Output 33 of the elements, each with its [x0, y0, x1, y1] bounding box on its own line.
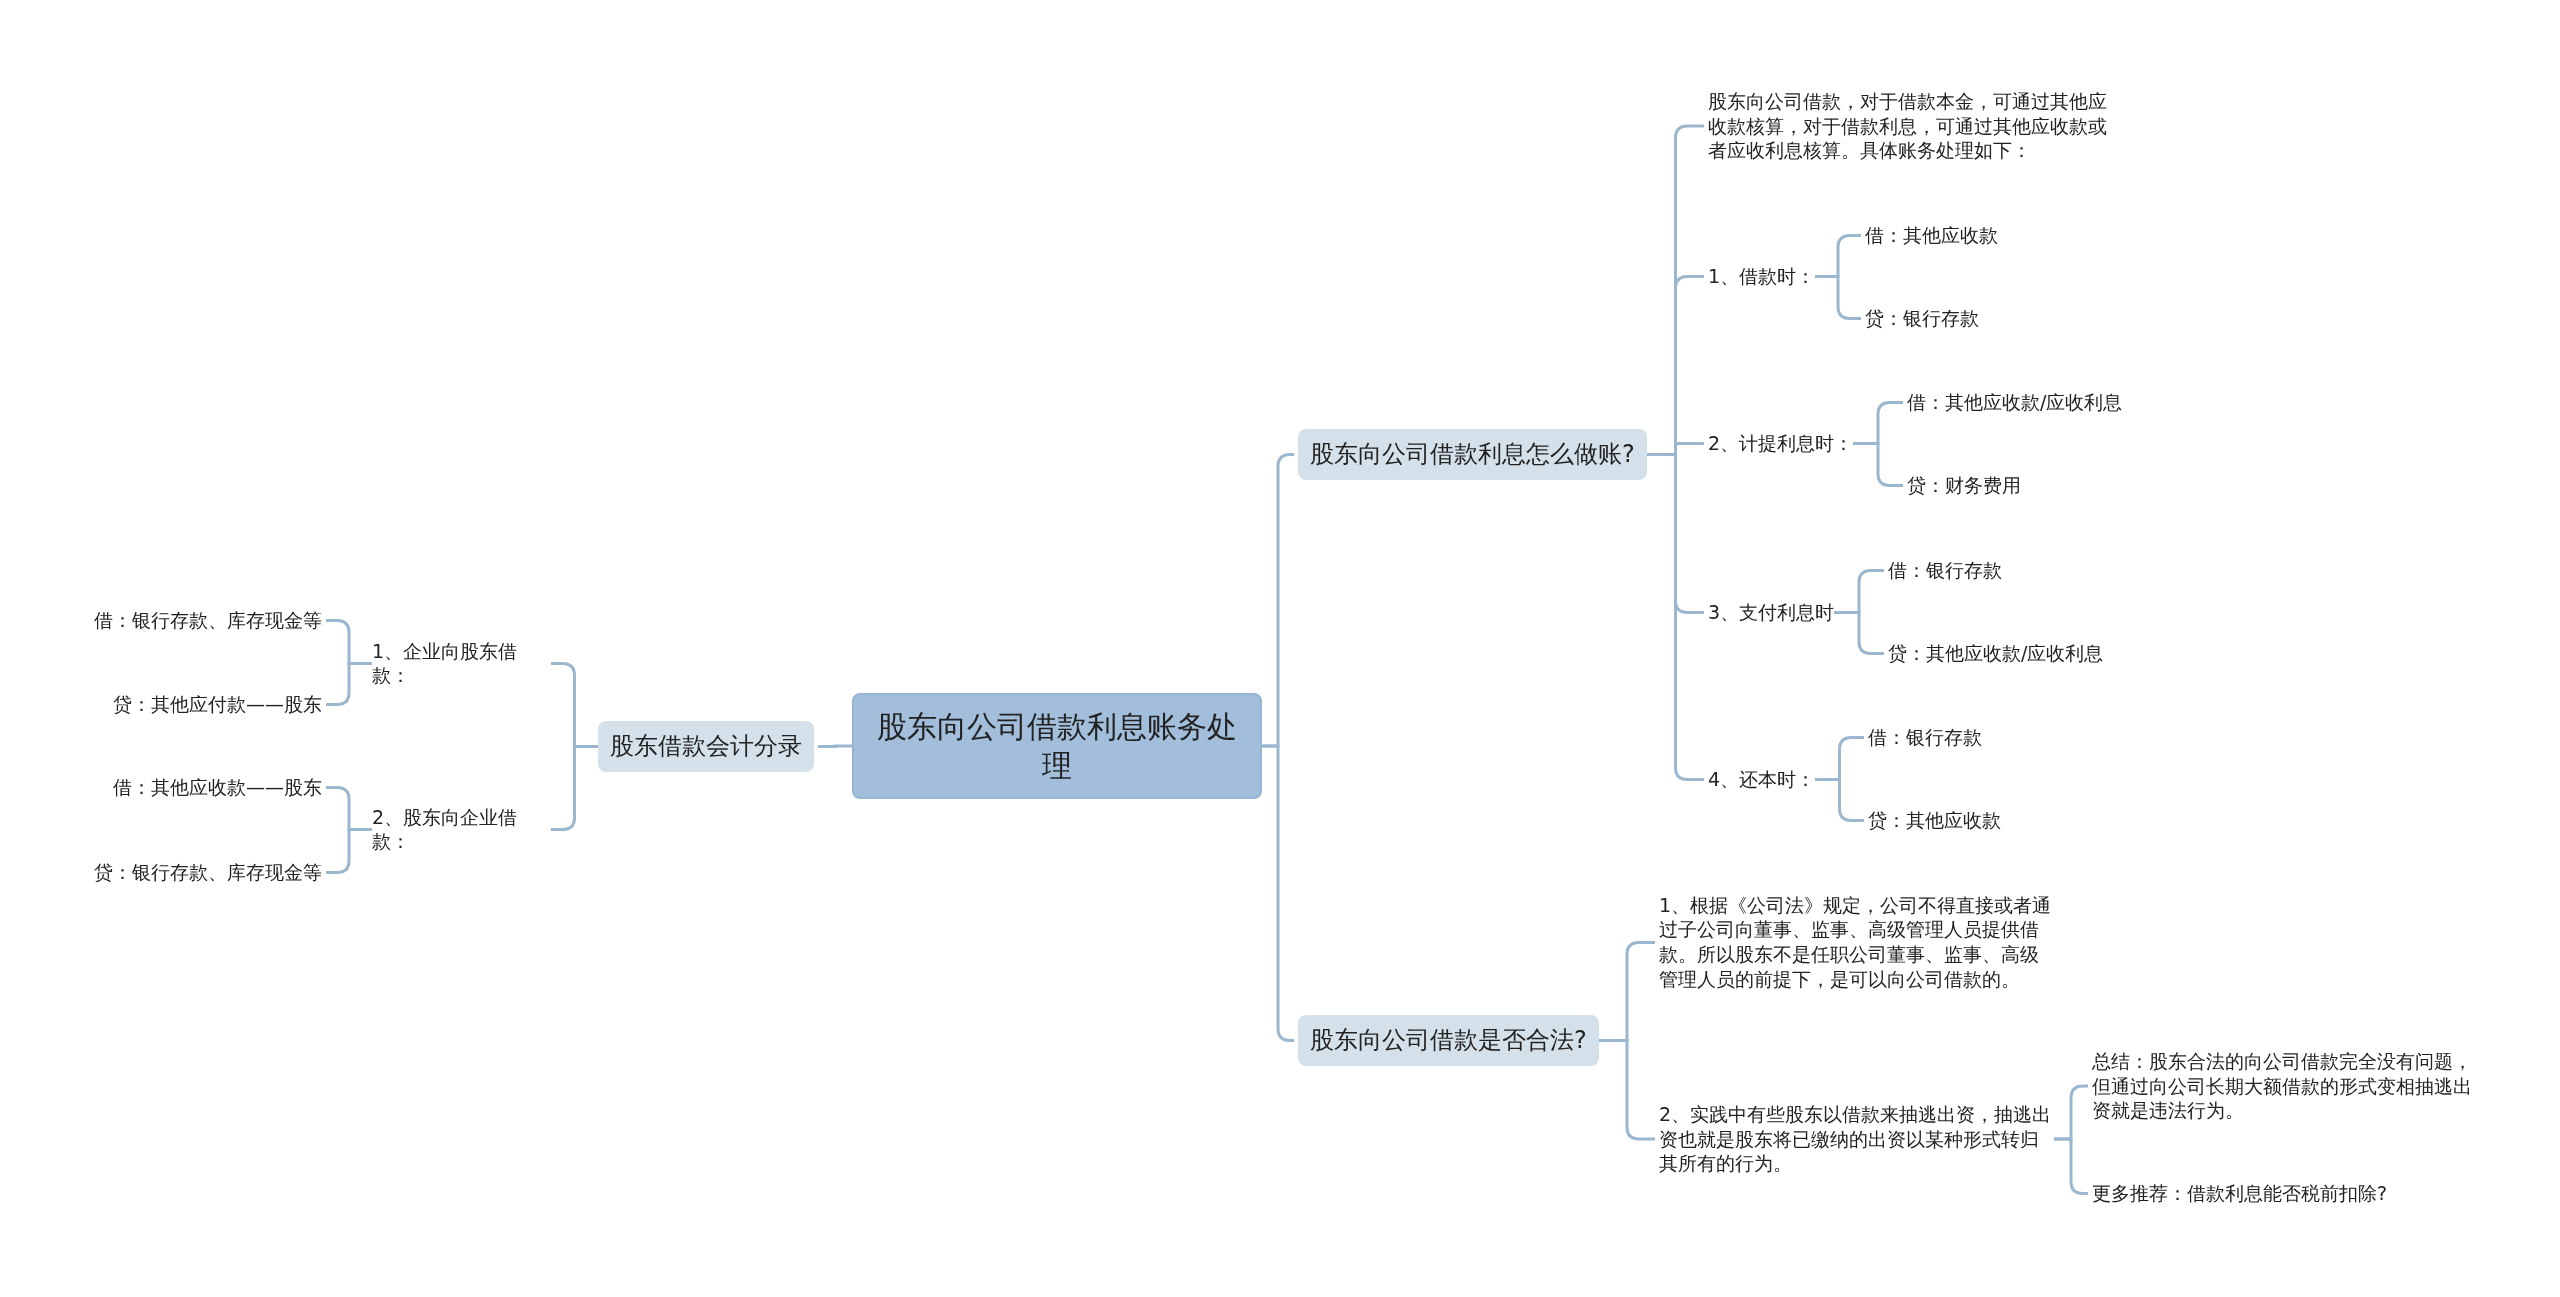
branch-text: 4、还本时： — [1708, 766, 1816, 792]
branch-text: 贷：财务费用 — [1907, 472, 2021, 498]
branch-text: 借：银行存款 — [1888, 557, 2002, 583]
topic-box: 股东向公司借款是否合法? — [1298, 1014, 1599, 1066]
branch-text: 借：其他应收款/应收利息 — [1907, 389, 2123, 415]
branch-text: 贷：银行存款 — [1865, 305, 1979, 331]
connector-line — [1834, 611, 1884, 655]
branch-text: 更多推荐：借款利息能否税前扣除? — [2092, 1180, 2388, 1206]
topic-box: 股东借款会计分录 — [598, 720, 814, 772]
connector-line — [1853, 442, 1903, 487]
branch-text: 贷：其他应付款——股东 — [113, 691, 322, 717]
branch-text: 2、股东向企业借款： — [372, 804, 547, 854]
note-text: 1、根据《公司法》规定，公司不得直接或者通过子公司向董事、监事、高级管理人员提供借款。所以股东不是任职公司董事、监事、高级管理人员的前提下，是可以向公司借款的。 — [1659, 892, 2054, 992]
branch-text: 借：银行存款 — [1868, 724, 1982, 750]
branch-text: 1、借款时： — [1708, 263, 1816, 289]
branch-text: 1、企业向股东借款： — [372, 638, 547, 688]
connector-line — [1815, 778, 1864, 822]
branch-text: 贷：银行存款、库存现金等 — [94, 859, 322, 885]
branch-text: 3、支付利息时 — [1708, 599, 1835, 625]
branch-text: 借：其他应收款——股东 — [113, 774, 322, 800]
connector-line — [326, 662, 372, 706]
note-text: 2、实践中有些股东以借款来抽逃出资，抽逃出资也就是股东将已缴纳的出资以某种形式转归其所有的行为。 — [1659, 1102, 2054, 1177]
topic-box: 股东向公司借款利息怎么做账? — [1298, 428, 1647, 480]
connector-line — [818, 744, 852, 748]
branch-text: 2、计提利息时： — [1708, 430, 1854, 456]
branch-text: 借：银行存款、库存现金等 — [94, 607, 322, 633]
branch-text: 借：其他应收款 — [1865, 222, 1998, 248]
branch-text: 贷：其他应收款 — [1868, 807, 2001, 833]
central-topic-box: 股东向公司借款利息账务处理 — [852, 693, 1262, 799]
note-text: 股东向公司借款，对于借款本金，可通过其他应收款核算，对于借款利息，可通过其他应收款或者应收利息核算。具体账务处理如下： — [1708, 89, 2108, 164]
branch-text: 贷：其他应收款/应收利息 — [1888, 640, 2104, 666]
connector-line — [326, 828, 372, 874]
note-text: 总结：股东合法的向公司借款完全没有问题，但通过向公司长期大额借款的形式变相抽逃出资就是违法行为。 — [2092, 1049, 2487, 1124]
